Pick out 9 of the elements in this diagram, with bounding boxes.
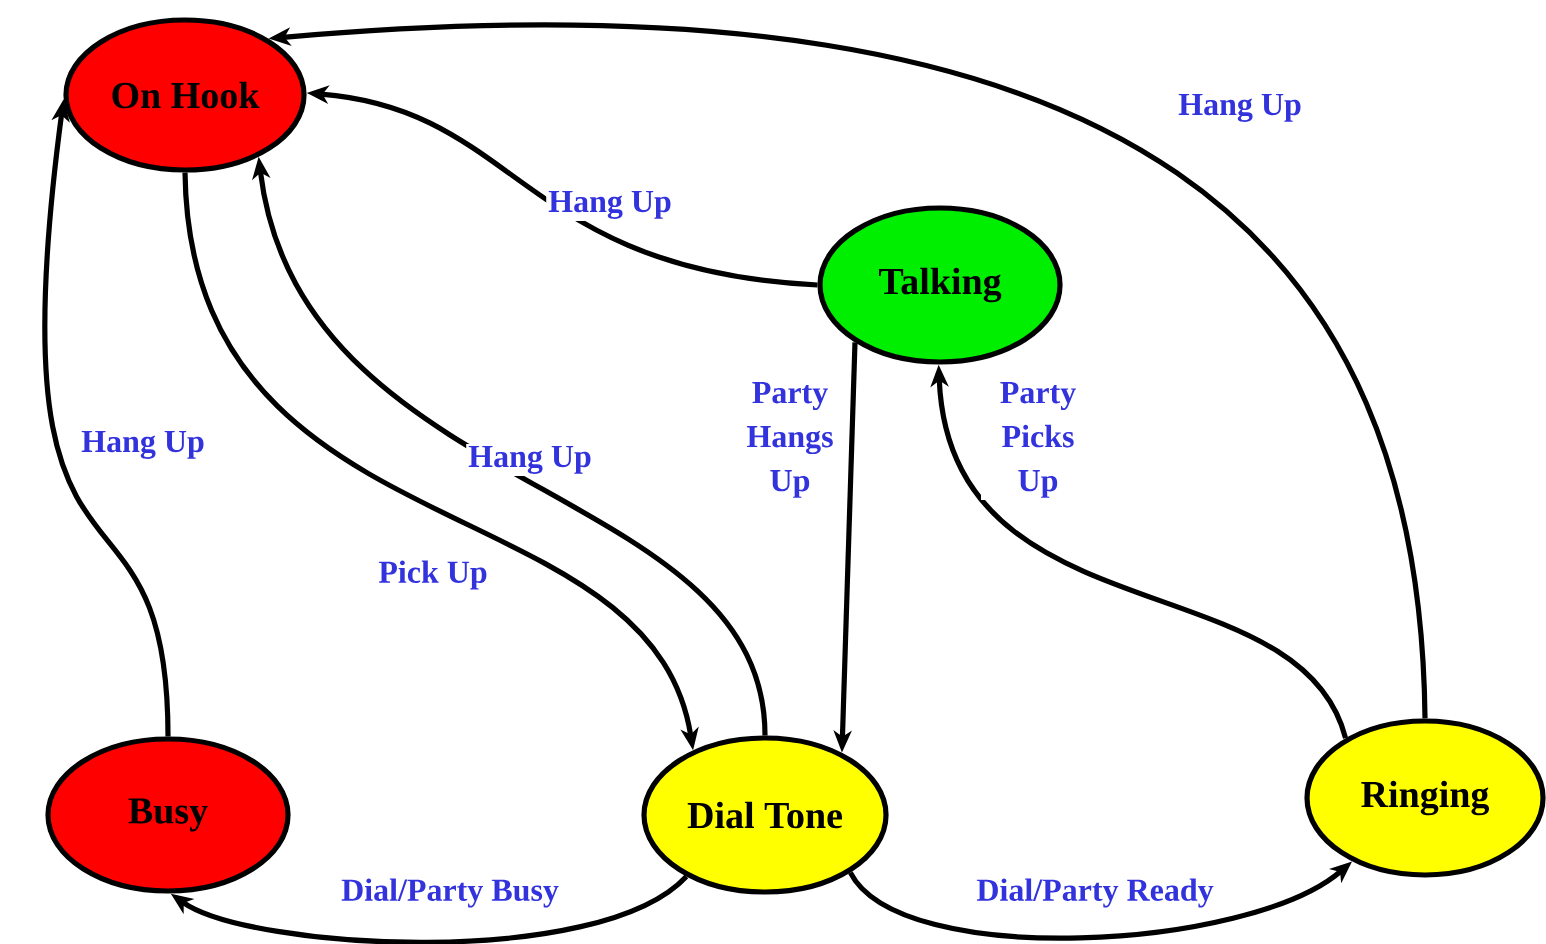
edge-label: Hang Up [546, 189, 674, 221]
edge-label: Party Picks Up [981, 380, 1095, 500]
edge-label: Dial/Party Busy [339, 876, 561, 910]
edge-label: Hang Up [79, 429, 207, 461]
edge-label: Hang Up [1176, 92, 1304, 124]
edge-label: Hang Up [466, 444, 594, 476]
edge-label: Dial/Party Ready [974, 876, 1216, 910]
edge-label: Party Hangs Up [733, 380, 847, 500]
edge-label: Pick Up [376, 558, 490, 592]
